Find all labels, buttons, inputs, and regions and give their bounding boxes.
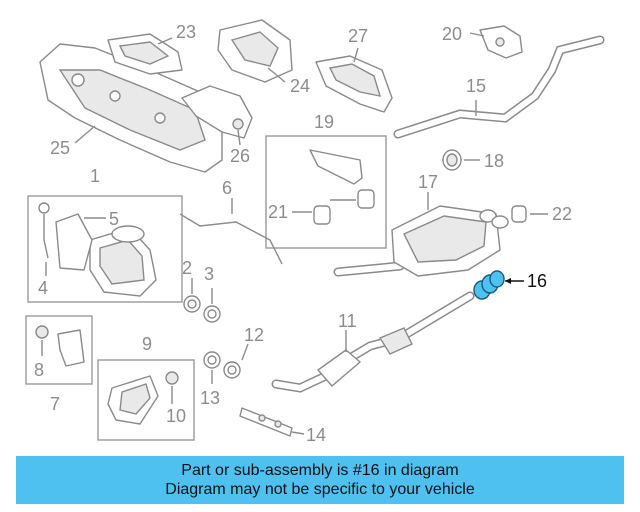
callout-22: 22 [552, 204, 572, 224]
callout-4: 4 [38, 278, 48, 298]
callout-15: 15 [466, 76, 486, 96]
insulator-part-22 [511, 205, 548, 223]
callout-5: 5 [109, 209, 119, 229]
hanger-part-20 [469, 25, 523, 59]
sensor-part-4 [38, 202, 50, 276]
callout-26: 26 [230, 146, 250, 166]
callout-24: 24 [290, 76, 310, 96]
callout-9: 9 [142, 334, 152, 354]
callout-1: 1 [90, 166, 100, 186]
callout-20: 20 [442, 24, 462, 44]
front-pipe-part-11 [271, 291, 475, 393]
callout-11: 11 [338, 311, 357, 331]
callout-19: 19 [314, 112, 334, 132]
catalytic-converter-part-1 [89, 225, 157, 297]
insulator-part-21 [292, 189, 375, 225]
callout-23: 23 [176, 22, 196, 42]
callout-2: 2 [182, 258, 192, 278]
callout-10: 10 [166, 406, 186, 426]
mount-part-8 [35, 325, 85, 367]
sub-assembly-box-7 [25, 315, 93, 385]
bracket-part-5 [55, 213, 106, 271]
sub-assembly-box-9 [97, 359, 195, 441]
banner-line-1: Part or sub-assembly is #16 in diagram [181, 462, 459, 479]
callout-16: 16 [527, 271, 547, 291]
clamp-part-18 [442, 149, 480, 171]
callout-3: 3 [204, 264, 214, 284]
clamp-part-16 [473, 270, 524, 300]
heat-shield-part-25 [39, 43, 223, 173]
callout-21: 21 [268, 202, 288, 222]
tail-pipe-part-15 [393, 35, 605, 139]
bracket-part-14 [239, 407, 305, 437]
exhaust-parts-diagram: 25 23 24 26 27 20 15 [25, 19, 605, 445]
callout-18: 18 [484, 151, 504, 171]
callout-8: 8 [34, 360, 44, 380]
mount-part-9 [107, 375, 159, 425]
bracket-part-19 [309, 149, 363, 185]
callout-13: 13 [200, 388, 220, 408]
heat-shield-part-23 [107, 33, 183, 75]
callout-7: 7 [50, 394, 60, 414]
callout-12: 12 [244, 325, 264, 345]
heat-shield-part-24 [217, 19, 293, 83]
bolt-part-10 [165, 371, 179, 404]
callout-14: 14 [306, 425, 326, 445]
gasket-part-2 [183, 278, 201, 313]
callout-6: 6 [222, 178, 232, 198]
sub-assembly-box-19 [265, 135, 387, 249]
callout-17: 17 [418, 172, 438, 192]
sub-assembly-box-1 [27, 195, 183, 303]
muffler-part-17 [333, 192, 509, 277]
callout-27: 27 [348, 26, 368, 46]
heat-shield-part-27 [315, 47, 393, 113]
gasket-part-12 [223, 343, 249, 379]
bracket-part-26 [181, 85, 253, 146]
callout-25: 25 [50, 138, 70, 158]
gasket-part-13 [203, 351, 221, 384]
tube-part-6 [179, 198, 283, 265]
info-banner: Part or sub-assembly is #16 in diagram D… [16, 456, 624, 504]
banner-line-2: Diagram may not be specific to your vehi… [165, 481, 475, 498]
gasket-part-3 [203, 288, 221, 323]
